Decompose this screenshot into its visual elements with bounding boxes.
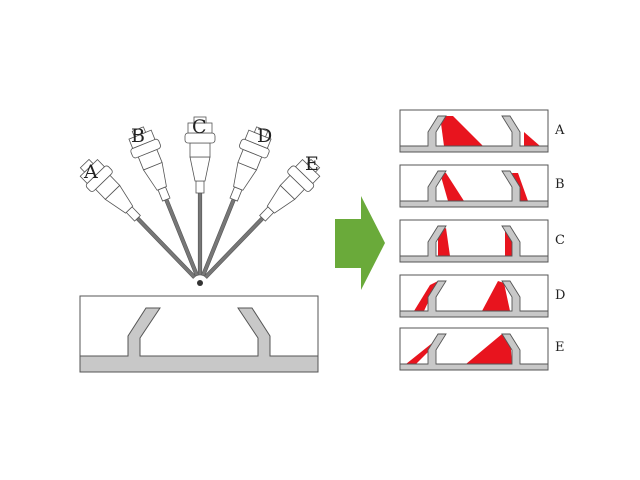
result-panel-a [399,109,549,153]
panel-label-a: A [554,123,565,138]
panel-profile [399,170,549,208]
probe-label-a: A [83,161,98,183]
shadow-zone [524,132,540,146]
probe-label-c: C [192,116,207,138]
panel-profile [399,280,549,318]
probe-c [184,116,216,276]
profile-solid [79,307,319,373]
shadow-zone [466,334,512,364]
panel-label-c: C [555,233,565,248]
probe-label-b: B [131,125,145,147]
panel-label-d: D [555,288,565,303]
transition-arrow [335,196,385,290]
panel-profile [399,225,549,263]
large-cross-section [79,295,319,373]
result-panels [399,109,549,371]
shadow-zone [438,228,450,256]
result-panel-e [399,327,549,371]
probe-focal-point [197,280,203,286]
result-panel-b [399,164,549,208]
shadow-zone [440,173,464,201]
panel-profile [399,333,549,371]
panel-profile [399,115,549,153]
result-panel-c [399,219,549,263]
result-panel-d [399,274,549,318]
panel-label-b: B [555,177,565,192]
shadow-zone [440,116,483,146]
probe-label-e: E [305,153,319,175]
probe-label-d: D [257,125,272,147]
shadow-zone [482,281,510,311]
panel-frame [399,219,549,263]
panel-label-e: E [555,340,565,355]
probe-fan [73,116,327,289]
shadow-zone [414,281,438,311]
